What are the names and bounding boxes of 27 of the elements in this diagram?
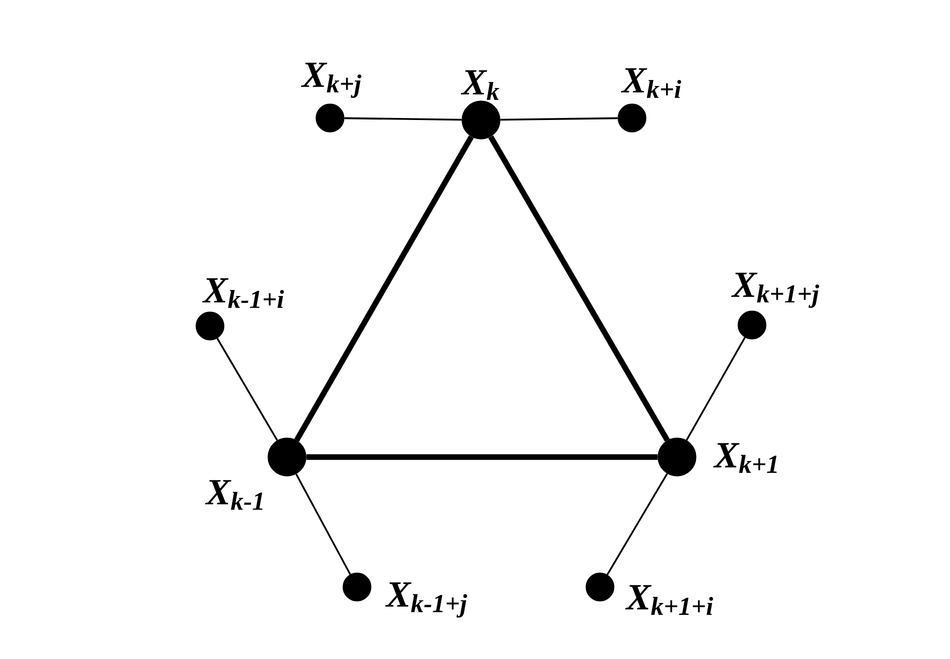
dot <box>618 104 646 132</box>
line <box>216 338 278 441</box>
line <box>294 135 474 442</box>
node-label: X$_{k+1}$ <box>713 443 777 473</box>
node-label: X$_{k-1+i}$ <box>202 278 284 308</box>
node-label: X$_{k+1+i}$ <box>625 585 714 615</box>
line <box>488 135 670 442</box>
node-label: X$_{k+j}$ <box>300 62 362 98</box>
line <box>500 117 618 121</box>
line <box>306 454 658 460</box>
dot <box>342 572 372 602</box>
node-label: X$_{k-1}$ <box>205 480 262 510</box>
line <box>344 117 462 121</box>
node-label: X$_{k}$ <box>460 70 500 100</box>
line <box>686 337 746 441</box>
node-label: X$_{k-1+j}$ <box>385 582 468 618</box>
dot <box>268 438 306 476</box>
node-label: X$_{k+i}$ <box>620 68 682 98</box>
dot <box>316 104 344 132</box>
dot <box>586 572 614 602</box>
line <box>295 474 351 575</box>
line <box>606 473 668 576</box>
node-label: X$_{k+1+j}$ <box>731 272 820 308</box>
dot <box>738 310 766 340</box>
dot <box>196 312 224 340</box>
dot <box>462 100 500 140</box>
dot <box>658 438 696 476</box>
